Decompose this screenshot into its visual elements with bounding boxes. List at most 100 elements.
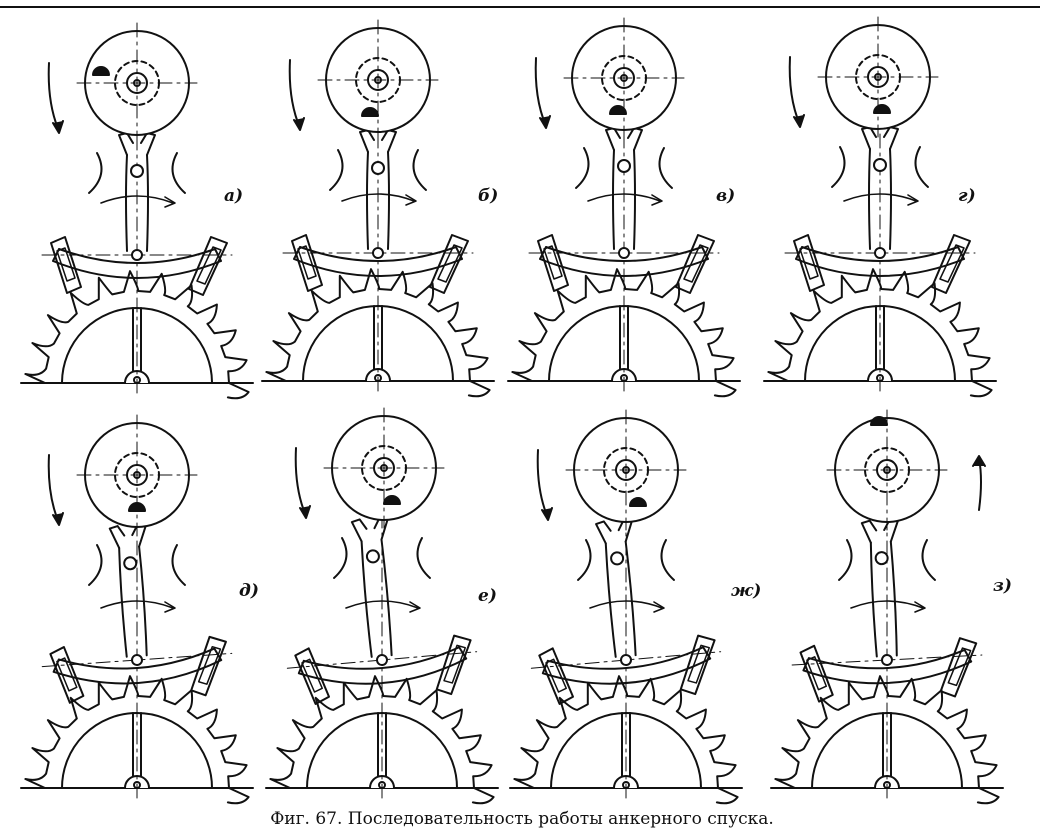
rotation-arrowhead: [52, 512, 64, 526]
entry-pallet-slot: [56, 247, 76, 282]
banking-left: [575, 147, 590, 189]
rotation-arrowhead: [793, 114, 805, 128]
fork-swing-arrowhead: [409, 601, 421, 613]
entry-pallet: [49, 646, 85, 704]
anchor-arms: [795, 246, 965, 277]
banking-left: [333, 537, 348, 579]
exit-pallet-slot: [947, 647, 972, 687]
escape-wheel-teeth: [767, 268, 993, 398]
rotation-arrow: [534, 57, 547, 127]
pallet-fork: [41, 132, 233, 296]
exit-pallet-slot: [683, 244, 709, 283]
pallet-fork: [282, 129, 474, 294]
rotation-arrowhead: [52, 120, 64, 134]
impulse-pin: [609, 105, 627, 115]
entry-pallet: [537, 234, 569, 292]
entry-pallet-slot: [545, 658, 567, 693]
panel-6: [265, 407, 499, 805]
anchor-pivot: [372, 247, 384, 259]
balance-staff: [615, 459, 637, 481]
fork-stem: [604, 540, 637, 658]
entry-pallet: [50, 236, 82, 294]
escape-wheel-teeth: [511, 268, 737, 398]
anchor-pivot: [620, 654, 632, 666]
exit-pallet-slot: [939, 244, 965, 283]
fork-swing-arrowhead: [914, 601, 926, 613]
banking-right: [914, 146, 929, 188]
panel-label-g: г): [958, 186, 976, 206]
impulse-pin: [92, 66, 110, 76]
entry-pallet: [793, 234, 825, 292]
rotation-arrow: [536, 449, 549, 519]
balance-staff: [367, 69, 389, 91]
rotation-arrowhead: [293, 117, 305, 131]
balance-staff: [613, 67, 635, 89]
rotation-arrowhead: [299, 505, 311, 519]
guard-pin: [371, 161, 385, 175]
fork-swing-arrowhead: [651, 194, 663, 206]
impulse-pin: [629, 497, 647, 507]
banking-right: [171, 152, 186, 194]
banking-right: [658, 147, 673, 189]
anchor-pivot: [131, 249, 143, 261]
entry-pallet-slot: [806, 656, 828, 691]
anchor-pivot: [874, 247, 886, 259]
fork-swing-arrow: [345, 600, 419, 609]
fork-swing-arrowhead: [164, 601, 176, 613]
guard-pin: [123, 556, 138, 571]
entry-pallet-slot: [297, 245, 317, 280]
entry-pallet-slot: [543, 245, 563, 280]
fork-stem: [360, 538, 393, 658]
pallet-fork: [286, 516, 478, 705]
banking-right: [660, 539, 675, 581]
banking-left: [838, 539, 853, 581]
banking-right: [171, 544, 186, 586]
rotation-arrow: [47, 454, 60, 524]
guard-pin: [873, 158, 887, 172]
anchor-arms: [52, 248, 222, 279]
escape-wheel-teeth: [24, 675, 250, 805]
impulse-pin: [128, 502, 146, 512]
entry-pallet: [799, 644, 834, 703]
fork-swing-arrow: [100, 600, 174, 609]
exit-pallet: [429, 234, 469, 294]
entry-pallet-slot: [56, 657, 78, 692]
balance-staff: [876, 459, 898, 481]
banking-left: [577, 539, 592, 581]
entry-pallet-slot: [301, 658, 323, 693]
balance-staff: [867, 66, 889, 88]
banking-right: [412, 149, 427, 191]
panel-5: [20, 414, 254, 805]
banking-left: [88, 544, 103, 586]
anchor-arms: [293, 246, 463, 277]
figure-caption: Фиг. 67. Последовательность работы анкер…: [270, 809, 774, 829]
panel-1: [20, 22, 254, 400]
guard-pin: [874, 551, 889, 566]
fork-swing-arrowhead: [907, 194, 919, 206]
banking-left: [88, 152, 103, 194]
fork-stem: [868, 148, 892, 250]
escape-wheel-teeth: [513, 675, 739, 805]
pallet-fork: [784, 126, 976, 294]
rotation-arrow: [294, 447, 307, 517]
fork-swing-arrow: [100, 195, 174, 204]
guard-pin: [365, 549, 380, 564]
anchor-arms: [52, 647, 223, 685]
exit-pallet: [679, 634, 716, 696]
pallet-fork: [41, 523, 233, 704]
balance-staff: [126, 464, 148, 486]
fork-stem: [869, 540, 898, 658]
top-rule: [0, 6, 1040, 8]
rotation-arrow: [788, 56, 801, 126]
panel-8: [770, 409, 1004, 805]
banking-left: [831, 146, 846, 188]
anchor-pivot: [618, 247, 630, 259]
escape-wheel-teeth: [269, 675, 495, 805]
panel-label-v: в): [716, 186, 736, 206]
panel-label-a: а): [224, 186, 244, 206]
guard-pin: [617, 159, 631, 173]
panel-label-zh: ж): [731, 581, 762, 601]
fork-swing-arrow: [589, 600, 663, 609]
escape-wheel-teeth: [265, 268, 491, 398]
